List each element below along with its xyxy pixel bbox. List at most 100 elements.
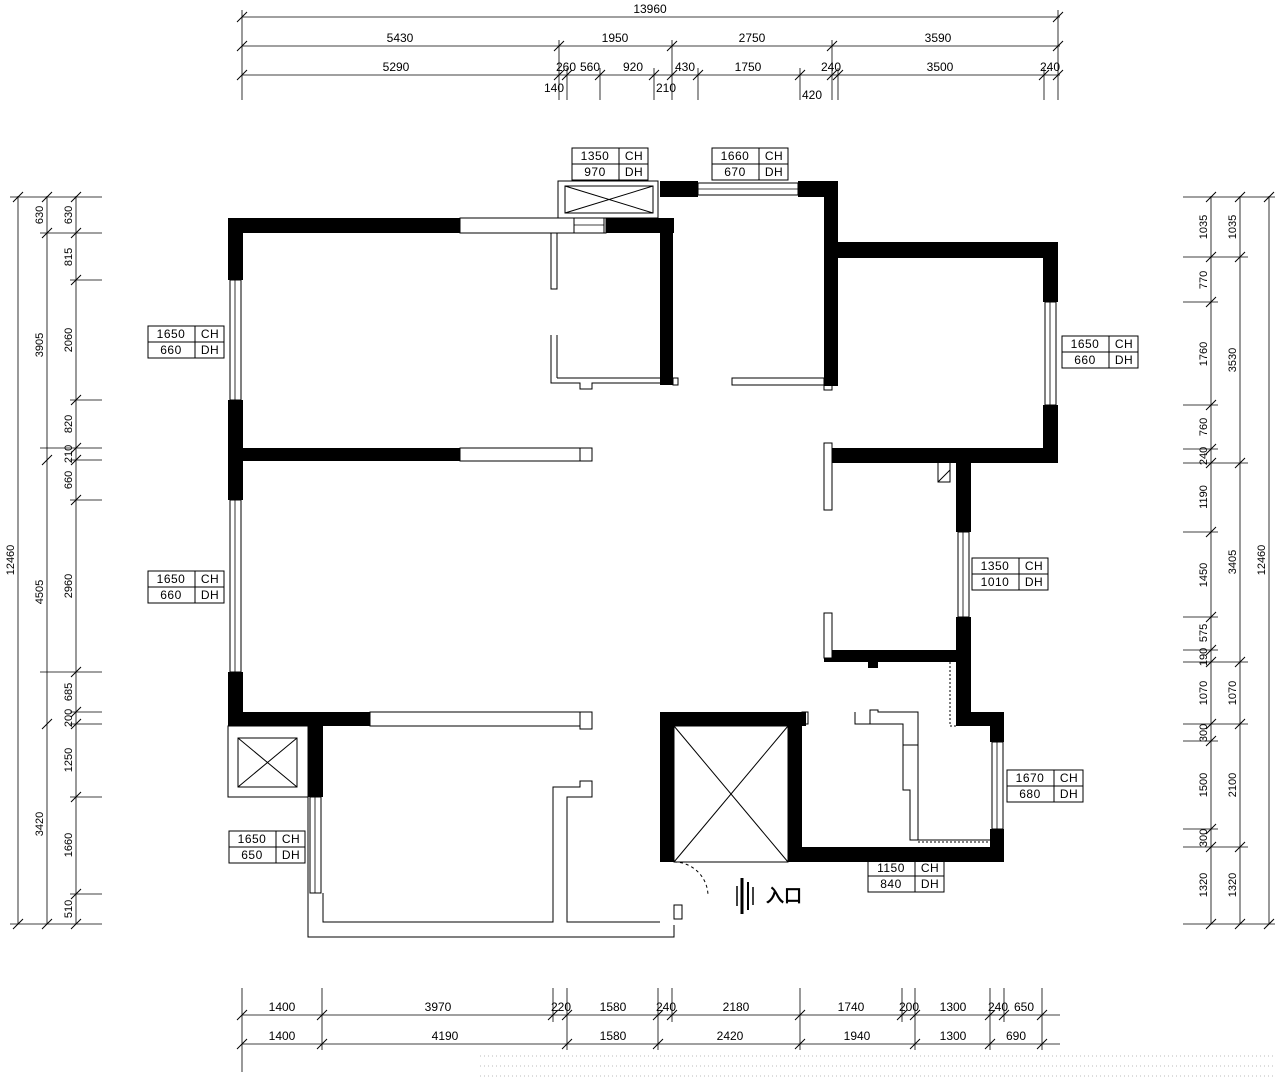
dim-top-r2-8: 3500 [927,60,954,74]
dim-bot2-5: 1940 [844,1029,871,1043]
window-7-dh-label: DH [1060,787,1078,801]
window-3-ch-label: CH [201,327,219,341]
dim-top-r2-7: 240 [821,60,841,74]
window-9-dh-label: DH [282,848,300,862]
dim-right-o5: 2100 [1227,773,1239,797]
window-tag-5: 1650 CH 660 DH [147,570,225,604]
dim-bot-6: 2180 [723,1000,750,1014]
window-6-ch-label: CH [1025,559,1043,573]
dim-top-r2-6: 1750 [735,60,762,74]
dim-bot2-2: 4190 [432,1029,459,1043]
dim-bot-9: 1300 [940,1000,967,1014]
dim-top-r2-2: 260 [556,60,576,74]
dim-right-i7: 1450 [1198,563,1210,587]
top-dimensions: 13960 5430 1950 2750 3590 5290 260 560 9… [236,2,1064,102]
window-9-dh: 650 [241,848,263,862]
dim-right-o4: 1070 [1227,681,1239,705]
window-7-ch-label: CH [1060,771,1078,785]
dim-left-i11: 1660 [63,833,75,857]
dim-top-r3-2: 210 [656,81,676,95]
window-tag-9: 1650 CH 650 DH [228,830,306,864]
dim-top-4: 3590 [925,31,952,45]
window-1-dh: 970 [584,165,606,179]
dim-bot2-7: 690 [1006,1029,1026,1043]
window-2-ch-label: CH [765,149,783,163]
dim-right-i3: 1760 [1198,342,1210,366]
window-1-dh-label: DH [625,165,643,179]
dim-left-i5: 210 [63,445,75,463]
dim-left-i4: 820 [63,415,75,433]
dim-right-i10: 1070 [1198,681,1210,705]
window-4-ch-label: CH [1115,337,1133,351]
dim-bot2-1: 1400 [269,1029,296,1043]
window-4-dh-label: DH [1115,353,1133,367]
dim-left-i3: 2060 [63,328,75,352]
entrance-arrow-icon [736,878,754,914]
window-4-ch: 1650 [1071,337,1100,351]
window-tag-8: 1150 CH 840 DH [867,859,945,893]
dim-right-o1: 1035 [1227,215,1239,239]
dim-bot-2: 3970 [425,1000,452,1014]
window-3-dh: 660 [160,343,182,357]
dim-right-i1: 1035 [1198,215,1210,239]
window-1-ch-label: CH [625,149,643,163]
dim-right-i4: 760 [1198,418,1210,436]
dim-left-i8: 685 [63,683,75,701]
window-5-dh-label: DH [201,588,219,602]
dim-top-2: 1950 [602,31,629,45]
right-dimensions: 1035 770 1760 760 240 1190 1450 575 190 … [1183,191,1275,930]
bottom-dimensions: 1400 3970 220 1580 240 2180 1740 200 130… [236,988,1275,1077]
dim-left-o3: 4505 [34,580,46,604]
dim-left-i7: 2960 [63,574,75,598]
dim-right-total: 12460 [1256,545,1268,576]
dim-bot-3: 220 [551,1000,571,1014]
dim-right-i13: 300 [1198,829,1210,847]
window-5-ch-label: CH [201,572,219,586]
window-4-dh: 660 [1074,353,1096,367]
dim-left-o4: 3420 [34,812,46,836]
window-1-ch: 1350 [581,149,610,163]
window-7-ch: 1670 [1016,771,1045,785]
window-6-dh: 1010 [981,575,1010,589]
dim-right-o2: 3530 [1227,348,1239,372]
dim-left-i12: 510 [63,900,75,918]
window-tag-4: 1650 CH 660 DH [1061,335,1139,369]
window-8-ch-label: CH [921,861,939,875]
entrance-marker: 入口 [736,878,802,914]
dim-right-i12: 1500 [1198,773,1210,797]
shafts [237,185,789,863]
window-9-ch-label: CH [282,832,300,846]
dim-top-r3-3: 420 [802,88,822,102]
window-tag-6: 1350 CH 1010 DH [971,557,1049,591]
dim-top-r3-1: 140 [544,81,564,95]
window-6-ch: 1350 [981,559,1010,573]
left-dimensions: 12460 630 3905 4505 3420 630 815 2060 82… [5,191,102,930]
dim-right-i6: 1190 [1198,485,1210,509]
dim-left-i2: 815 [63,248,75,266]
window-9-ch: 1650 [238,832,267,846]
dim-right-o3: 3405 [1227,550,1239,574]
dim-top-r2-1: 5290 [383,60,410,74]
dim-bot2-4: 2420 [717,1029,744,1043]
dim-left-total: 12460 [5,545,17,576]
dim-left-i6: 660 [63,471,75,489]
windows-layer [229,182,1057,894]
window-tag-7: 1670 CH 680 DH [1006,769,1084,803]
dim-top-r2-4: 920 [623,60,643,74]
window-3-ch: 1650 [157,327,186,341]
dim-left-o1: 630 [34,206,46,224]
window-tag-1: 1350 CH 970 DH [571,147,649,181]
dim-bot2-3: 1580 [600,1029,627,1043]
dim-bot-8: 200 [899,1000,919,1014]
dim-top-r2-9: 240 [1040,60,1060,74]
dim-right-i2: 770 [1198,271,1210,289]
dim-bot2-6: 1300 [940,1029,967,1043]
window-2-dh: 670 [724,165,746,179]
dim-top-total: 13960 [633,2,667,16]
dim-left-i10: 1250 [63,748,75,772]
dim-left-i9: 200 [63,709,75,727]
dim-right-o6: 1320 [1227,873,1239,897]
window-6-dh-label: DH [1025,575,1043,589]
window-3-dh-label: DH [201,343,219,357]
